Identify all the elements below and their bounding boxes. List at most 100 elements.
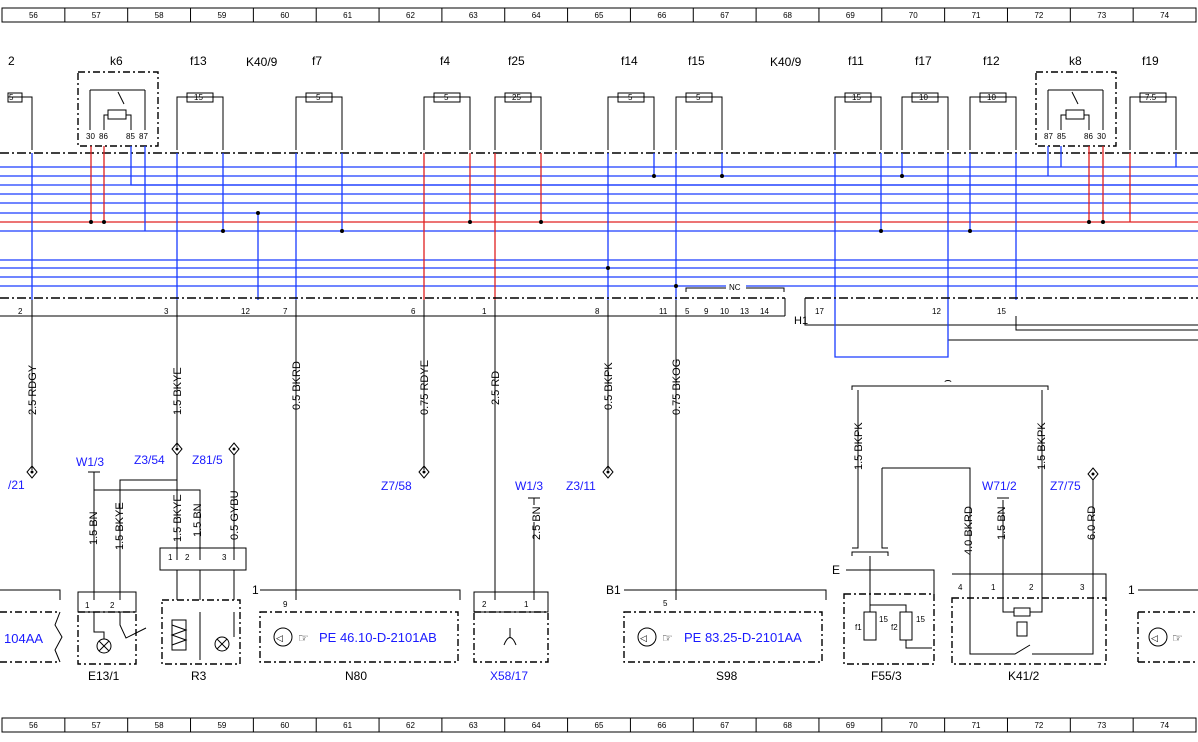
fuse-edge: 5 <box>7 92 33 150</box>
top-component-labels: 2 k6 f13 K40/9 f7 f4 f25 f14 f15 K40/9 f… <box>8 54 1159 69</box>
svg-text:5: 5 <box>663 599 668 608</box>
svg-text:Z7/58: Z7/58 <box>381 479 412 493</box>
bot-grid-col-74: 74 <box>1160 721 1169 730</box>
svg-text:5: 5 <box>628 93 633 102</box>
bot-grid-col-63: 63 <box>469 721 478 730</box>
z81-5-ref: Z81/5 <box>192 442 240 467</box>
top-grid-col-58: 58 <box>155 11 164 20</box>
svg-text:2: 2 <box>1029 583 1034 592</box>
right-partial-component: 1 ◁ ☞ <box>1128 583 1198 663</box>
h1-label: H1 <box>794 315 808 327</box>
svg-text:/21: /21 <box>8 478 25 492</box>
bot-grid-col-57: 57 <box>92 721 101 730</box>
bot-grid-col-72: 72 <box>1034 721 1043 730</box>
bot-grid-col-61: 61 <box>343 721 352 730</box>
svg-text:☞: ☞ <box>298 631 309 645</box>
bot-grid-col-68: 68 <box>783 721 792 730</box>
svg-text:15: 15 <box>852 93 861 102</box>
f13-label: f13 <box>190 54 207 68</box>
svg-text:9: 9 <box>704 307 709 316</box>
fuses: 5 15 5 5 25 5 5 <box>7 92 1177 150</box>
bot-grid-col-62: 62 <box>406 721 415 730</box>
fuse-f13: 15 <box>176 92 224 150</box>
svg-text:1: 1 <box>991 583 996 592</box>
svg-text:4: 4 <box>958 583 963 592</box>
svg-text:0.75 BKOG: 0.75 BKOG <box>671 359 683 415</box>
svg-text:◁: ◁ <box>276 633 283 643</box>
fuse-f14: 5 <box>607 92 655 150</box>
f11-label: f11 <box>848 54 864 68</box>
svg-text:15: 15 <box>194 93 203 102</box>
nc-label: NC <box>729 283 741 292</box>
e13-r3-wiring: 1 2 3 <box>88 455 247 600</box>
svg-text:2.5 RD: 2.5 RD <box>490 371 502 405</box>
top-grid-col-67: 67 <box>720 11 729 20</box>
svg-text:87: 87 <box>1044 132 1053 141</box>
z3-54-ref: Z3/54 <box>134 442 183 467</box>
top-grid-col-65: 65 <box>595 11 604 20</box>
fuse-f12: 10 <box>969 92 1017 150</box>
svg-text:6.0 RD: 6.0 RD <box>1086 506 1098 540</box>
svg-text:1.5 BKYE: 1.5 BKYE <box>172 367 184 415</box>
svg-text:1: 1 <box>252 583 259 597</box>
relay-k8: 87 85 86 30 <box>1035 71 1117 147</box>
svg-text:1.5 BKYE: 1.5 BKYE <box>172 494 184 542</box>
top-grid-col-69: 69 <box>846 11 855 20</box>
svg-text:Z81/5: Z81/5 <box>192 453 223 467</box>
svg-text:N80: N80 <box>345 669 367 683</box>
top-grid-col-60: 60 <box>280 11 289 20</box>
relay-k6: 30 86 85 87 <box>77 71 159 147</box>
svg-text:6: 6 <box>411 307 416 316</box>
svg-text:B1: B1 <box>606 583 621 597</box>
bot-grid-col-60: 60 <box>280 721 289 730</box>
ground-refs: /21 Z3/54 Z81/5 Z7/58 Z3/11 Z7/75 W1/3 W… <box>8 442 1099 493</box>
svg-text:Z3/11: Z3/11 <box>566 479 596 493</box>
svg-text:13: 13 <box>740 307 749 316</box>
svg-text:☞: ☞ <box>1172 631 1183 645</box>
svg-text:f1: f1 <box>855 623 862 632</box>
bot-grid-col-64: 64 <box>532 721 541 730</box>
svg-text:8: 8 <box>595 307 600 316</box>
x58-17-component: 2 1 X58/17 <box>473 497 549 683</box>
svg-text:F55/3: F55/3 <box>871 669 902 683</box>
e13-1-component: 1 2 E13/1 <box>77 591 147 683</box>
w1-3-a-label: W1/3 <box>76 455 104 469</box>
k40-9-right-label: K40/9 <box>770 55 802 69</box>
svg-text:10: 10 <box>987 93 996 102</box>
fuse-f17: 10 <box>901 92 949 150</box>
f19-label: f19 <box>1142 54 1159 68</box>
svg-text:☞: ☞ <box>662 631 673 645</box>
svg-text:Z3/54: Z3/54 <box>134 453 165 467</box>
svg-text:2.5 BN: 2.5 BN <box>531 506 543 540</box>
svg-text:12: 12 <box>932 307 941 316</box>
svg-text:1.5 BN: 1.5 BN <box>996 506 1008 540</box>
svg-text:5: 5 <box>696 93 701 102</box>
f7-label: f7 <box>312 54 322 68</box>
top-grid-col-73: 73 <box>1097 11 1106 20</box>
fuse-f25: 25 <box>494 92 542 150</box>
bot-grid-col-59: 59 <box>217 721 226 730</box>
svg-text:R3: R3 <box>191 669 207 683</box>
junction-dots <box>89 174 1105 288</box>
svg-text:0.5 BKRD: 0.5 BKRD <box>291 361 303 410</box>
bot-grid-col-58: 58 <box>155 721 164 730</box>
svg-text:2: 2 <box>18 307 23 316</box>
svg-text:5: 5 <box>316 93 321 102</box>
bot-grid-col-65: 65 <box>595 721 604 730</box>
top-grid-col-57: 57 <box>92 11 101 20</box>
svg-text:7.5: 7.5 <box>1145 93 1157 102</box>
svg-text:1: 1 <box>524 600 529 609</box>
top-grid-col-56: 56 <box>29 11 38 20</box>
down-wires <box>31 300 949 600</box>
svg-text:3: 3 <box>1080 583 1085 592</box>
svg-text:12: 12 <box>241 307 250 316</box>
svg-text:15: 15 <box>997 307 1006 316</box>
top-grid-col-68: 68 <box>783 11 792 20</box>
top-grid-col-61: 61 <box>343 11 352 20</box>
f17-label: f17 <box>915 54 932 68</box>
f25-label: f25 <box>508 54 525 68</box>
svg-text:1: 1 <box>85 601 90 610</box>
svg-text:7: 7 <box>283 307 288 316</box>
top-grid-col-59: 59 <box>217 11 226 20</box>
bot-grid-col-71: 71 <box>972 721 981 730</box>
